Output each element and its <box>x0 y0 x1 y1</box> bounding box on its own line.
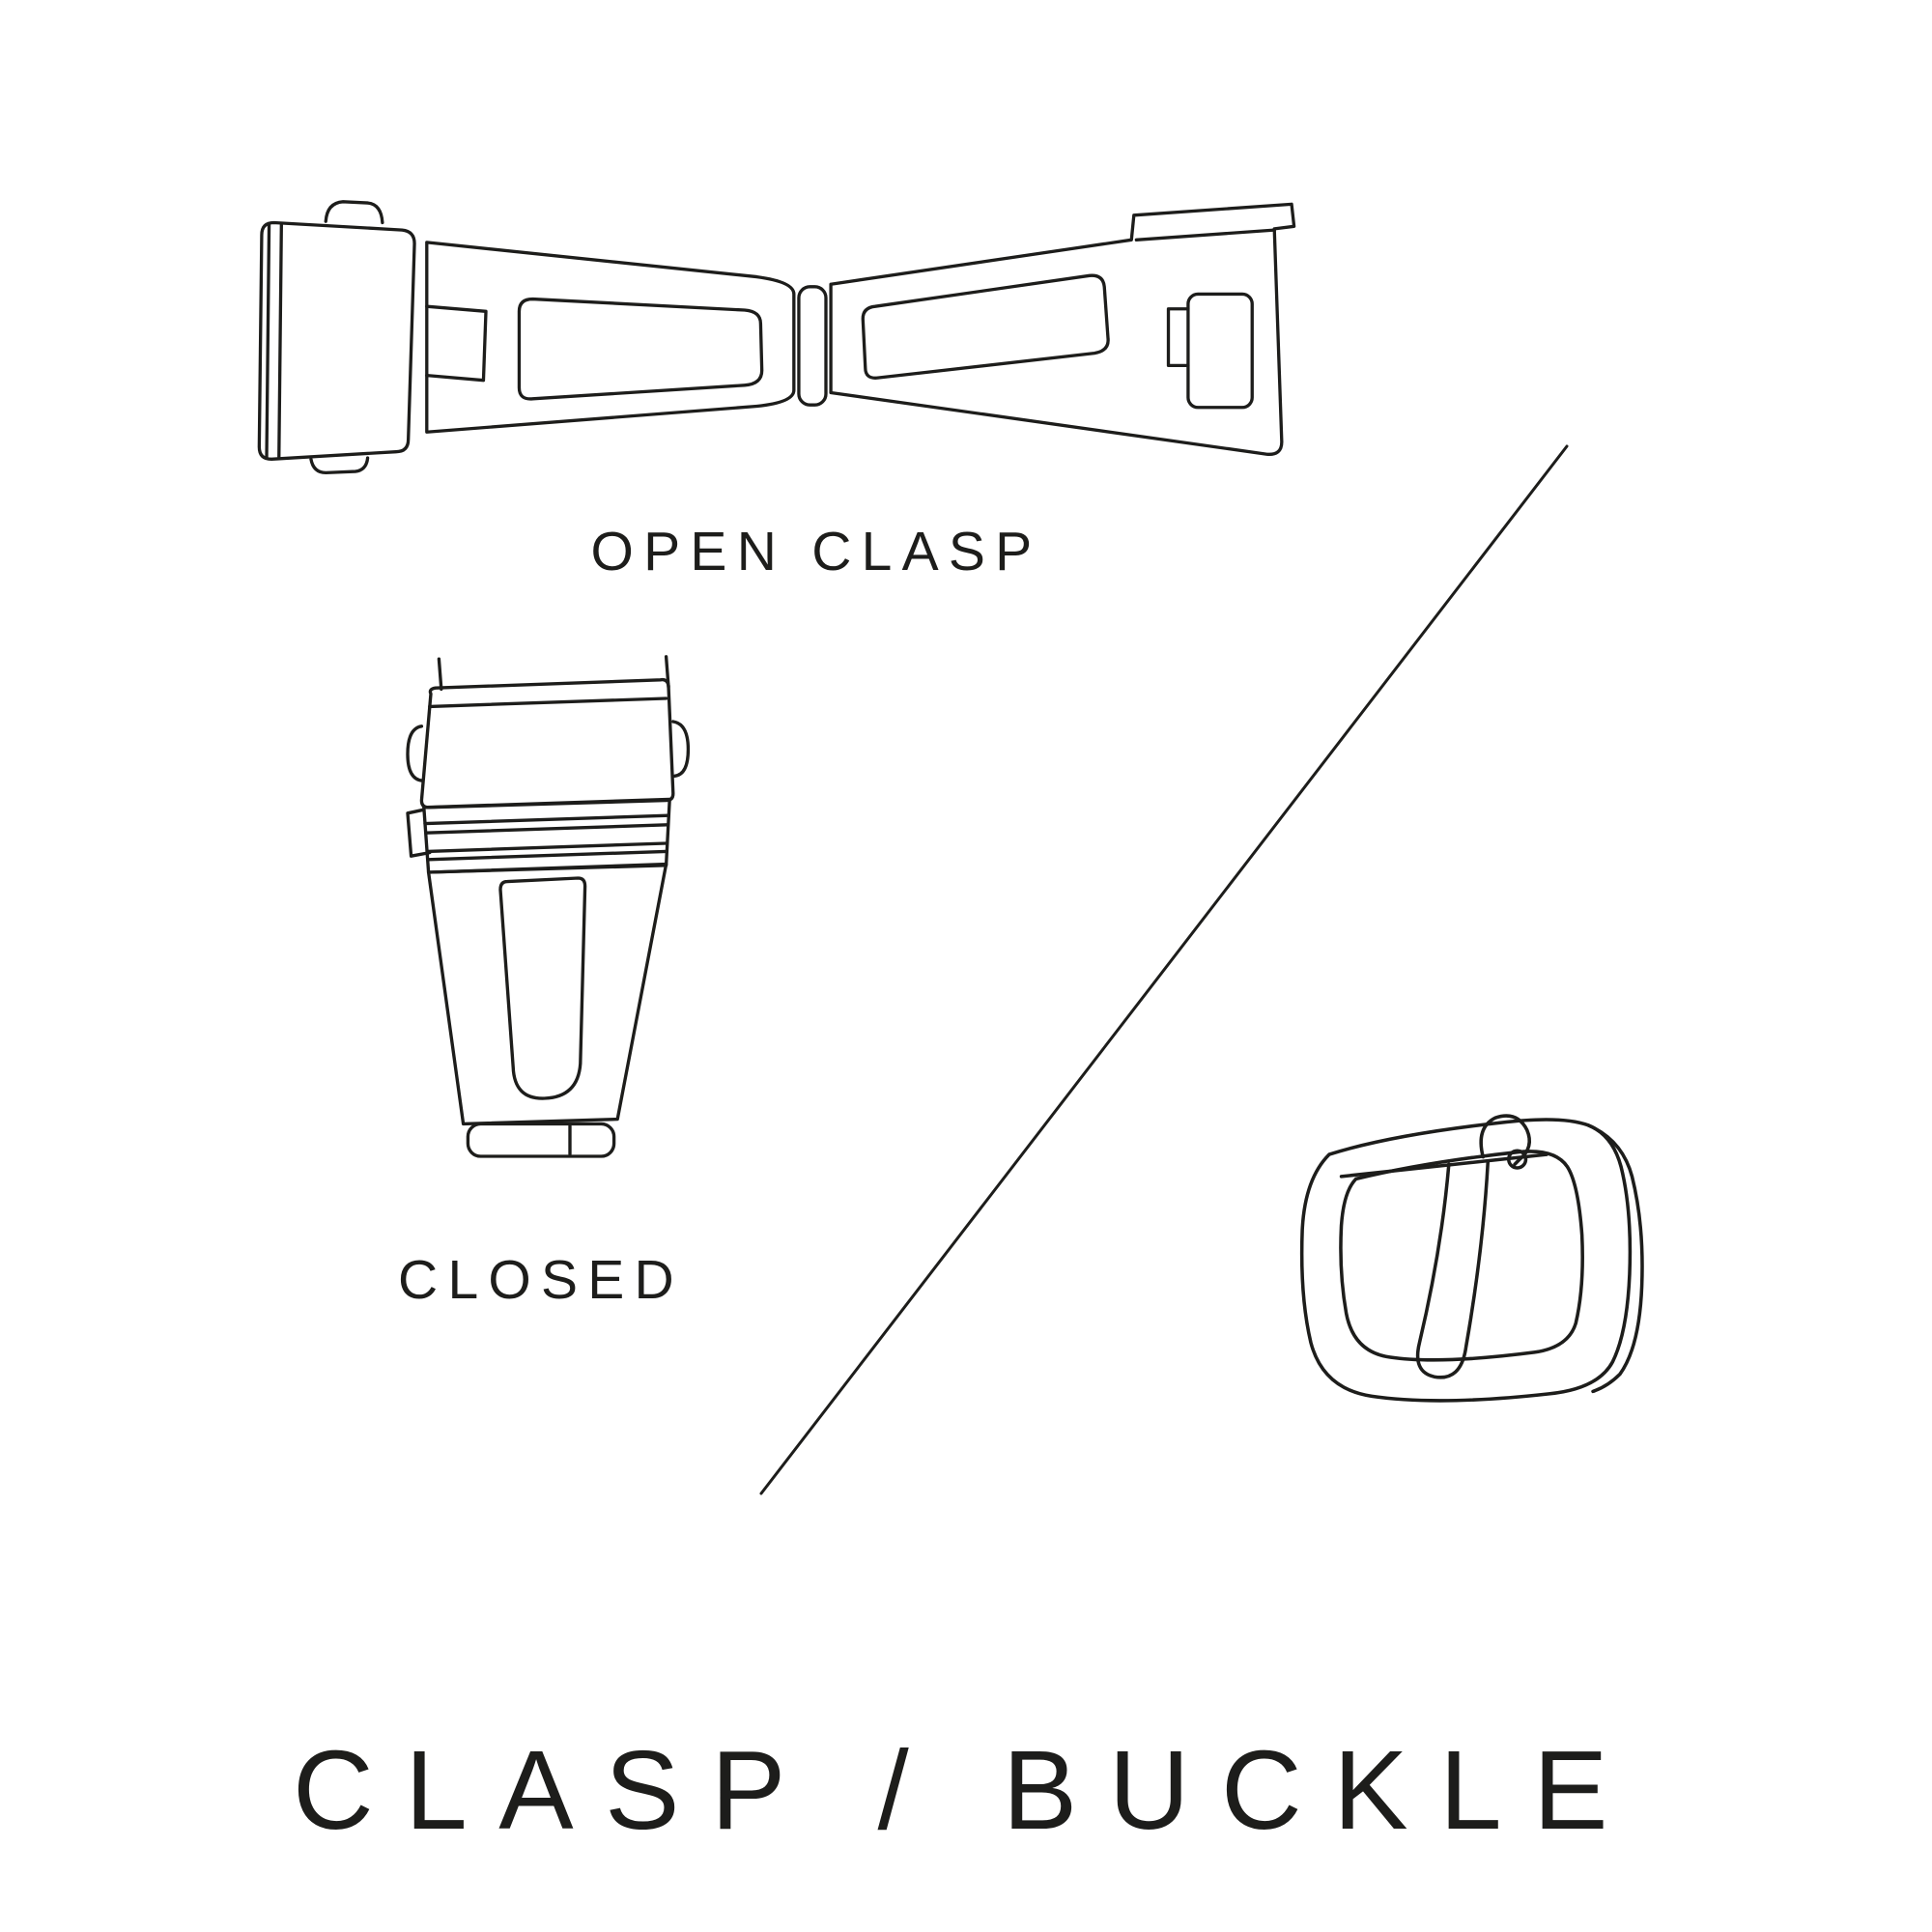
closed-clasp-label: CLOSED <box>398 1249 684 1311</box>
closed-clasp-illustration <box>384 652 697 1174</box>
tang-buckle-drawing <box>1299 1114 1644 1403</box>
open-clasp-label: OPEN CLASP <box>590 521 1042 582</box>
page-title: CLASP / BUCKLE <box>293 1727 1639 1853</box>
closed-clasp-drawing <box>406 655 691 1158</box>
open-clasp-drawing <box>257 200 1296 475</box>
diagonal-divider-line <box>744 433 1594 1505</box>
tang-buckle-illustration <box>1256 1103 1671 1445</box>
open-clasp-illustration <box>217 185 1314 506</box>
divider-line-drawing <box>759 444 1569 1495</box>
